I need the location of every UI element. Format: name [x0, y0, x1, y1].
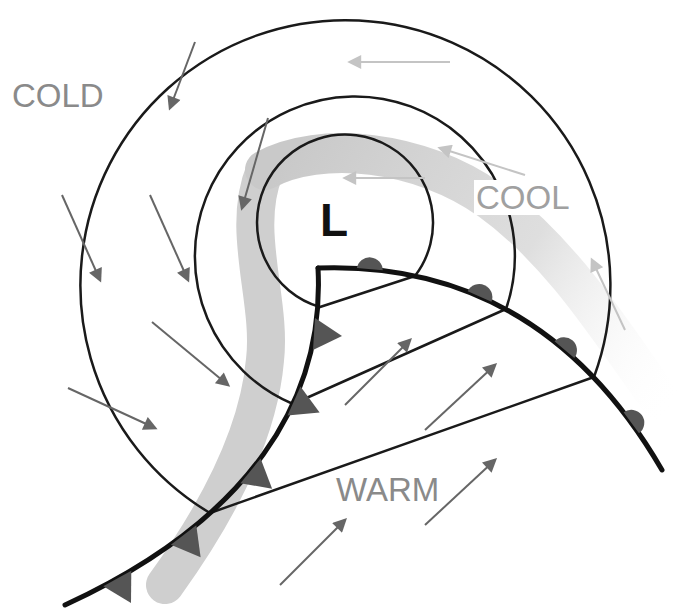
- air-mass-label: WARM: [334, 472, 441, 507]
- front-triangle: [240, 459, 272, 489]
- isobar: [257, 135, 433, 307]
- wind-arrow: [152, 322, 228, 385]
- front-semicircle: [468, 284, 493, 302]
- air-mass-label: COOL: [474, 180, 572, 215]
- front-triangle: [103, 571, 131, 603]
- air-mass-label: COLD: [10, 78, 106, 113]
- wind-arrow: [62, 195, 100, 280]
- wind-arrow: [592, 260, 625, 330]
- wind-arrow: [242, 118, 268, 208]
- wind-arrow: [345, 340, 410, 405]
- wind-arrows: [345, 62, 625, 330]
- low-pressure-symbol: L: [318, 196, 350, 244]
- wind-arrow: [440, 148, 525, 175]
- cold-front: [65, 268, 318, 605]
- wind-arrow: [170, 42, 195, 108]
- fronts: [65, 268, 662, 605]
- front-semicircle: [357, 257, 383, 270]
- cold-front-triangles: [103, 318, 342, 603]
- front-triangle: [171, 525, 201, 557]
- warm-front-semicircles: [357, 257, 644, 433]
- front-semicircle: [624, 410, 645, 434]
- front-triangle: [313, 318, 342, 350]
- wind-arrow: [280, 520, 345, 585]
- warm-front-band: [265, 153, 660, 400]
- wind-arrow: [345, 177, 425, 179]
- wind-arrow: [425, 365, 495, 430]
- front-triangle: [288, 386, 320, 415]
- front-semicircle: [555, 337, 577, 358]
- wind-arrow: [350, 61, 450, 63]
- wind-arrow: [150, 195, 188, 280]
- wind-arrows: [62, 42, 495, 585]
- warm-front: [318, 268, 662, 470]
- isobar: [195, 96, 515, 404]
- wind-arrow: [68, 388, 155, 428]
